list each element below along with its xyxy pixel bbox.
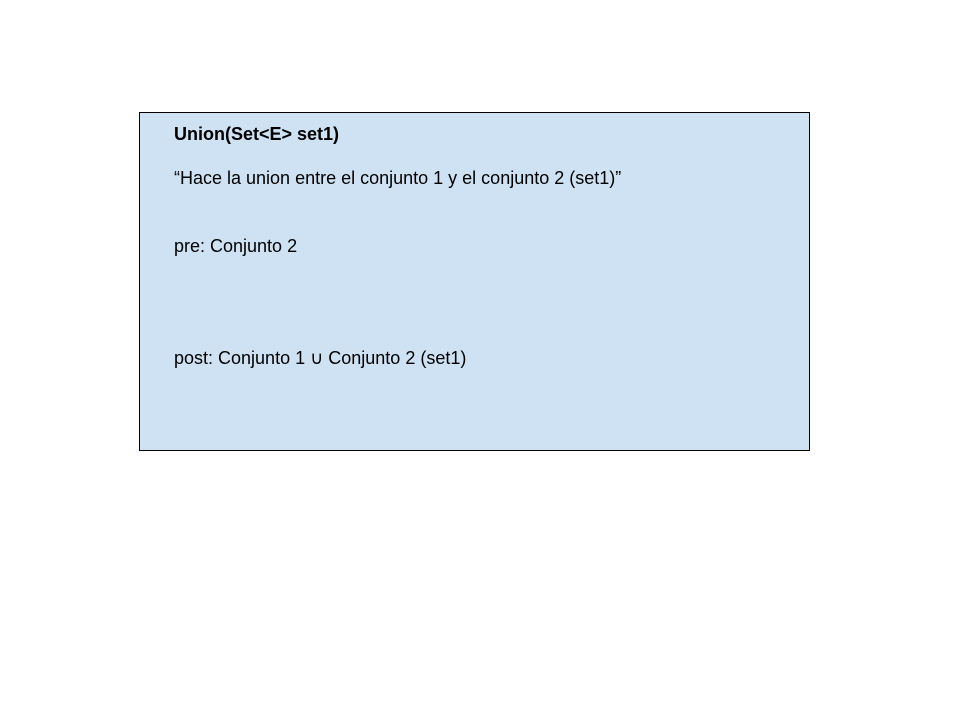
postcondition-text: post: Conjunto 1 ∪ Conjunto 2 (set1) xyxy=(174,348,467,368)
precondition-text: pre: Conjunto 2 xyxy=(174,236,298,256)
method-description: “Hace la union entre el conjunto 1 y el … xyxy=(174,168,622,188)
method-spec-box: Union(Set<E> set1) “Hace la union entre … xyxy=(139,112,810,451)
method-signature: Union(Set<E> set1) xyxy=(174,124,340,144)
